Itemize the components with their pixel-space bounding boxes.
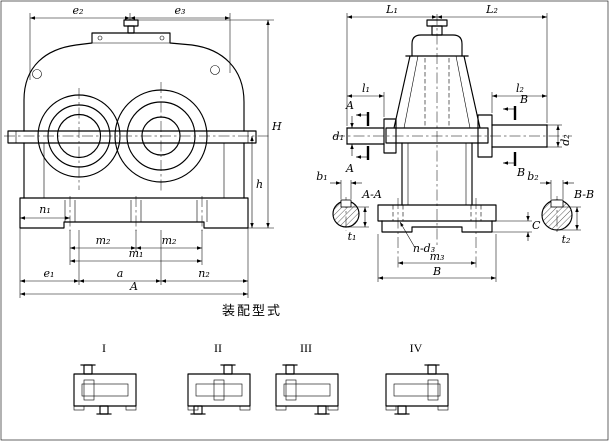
assembly-type-3-label: III [300, 341, 312, 355]
dim-label-a: a [117, 267, 124, 280]
front-dimensions: e₂ e₃ H h n₁ m₂ m₂ m₁ [19, 4, 282, 298]
dim-label-L1: L₁ [385, 3, 398, 16]
section-title-BB: B-B [573, 188, 594, 201]
side-top-cover [411, 34, 463, 57]
assembly-type-1: I [73, 341, 137, 415]
dim-label-m3: m₃ [430, 250, 445, 263]
dim-label-e3: e₃ [175, 4, 186, 17]
dim-label-t2: t₂ [562, 233, 571, 246]
dim-label-e2: e₂ [73, 4, 84, 17]
dim-label-B-width: B [432, 265, 441, 278]
section-BB-keyway [550, 199, 564, 208]
left-bearing-boss [37, 94, 121, 178]
section-BB: b₂ B-B t₂ [527, 170, 594, 246]
assembly-title: 装配型式 [222, 304, 282, 319]
dim-label-A: A [129, 280, 138, 293]
dim-label-e1: e₁ [44, 267, 55, 280]
dim-label-l1: l₁ [362, 82, 370, 95]
note-label-n-d3: n-d₃ [413, 242, 435, 255]
front-base [19, 197, 249, 229]
dim-label-C: C [532, 219, 541, 232]
section-label-B-bottom: B [516, 166, 525, 179]
front-bearing-bosses [37, 89, 208, 183]
assembly-types: 装配型式 I II III [73, 304, 449, 415]
dim-label-l2: l₂ [516, 82, 524, 95]
dim-label-L2: L₂ [485, 3, 498, 16]
dim-label-m1: m₁ [129, 247, 144, 260]
side-shafts [346, 114, 548, 158]
dim-label-b1: b₁ [316, 170, 327, 183]
side-housing [377, 19, 497, 233]
dim-label-h: h [256, 178, 263, 191]
dim-label-n1: n₁ [39, 203, 51, 216]
section-AA: b₁ A-A t₁ [316, 170, 382, 243]
dim-label-m2-right: m₂ [162, 234, 177, 247]
dim-label-b2: b₂ [527, 170, 538, 183]
left-bearing-cap [383, 118, 397, 154]
section-label-B-top: B [519, 93, 528, 106]
side-dimensions: L₁ L₂ l₁ l₂ d₁ d₂ C n-d₃ [333, 3, 572, 282]
dim-label-n2: n₂ [198, 267, 210, 280]
dim-label-d1: d₁ [333, 130, 344, 143]
front-housing [7, 19, 257, 229]
dim-label-d2: d₂ [559, 134, 572, 145]
front-view: e₂ e₃ H h n₁ m₂ m₂ m₁ [4, 4, 282, 298]
cover-bolt-right [210, 65, 220, 75]
side-view: L₁ L₂ l₁ l₂ d₁ d₂ C n-d₃ [316, 3, 594, 282]
right-bearing-boss [114, 89, 208, 183]
front-parting-flange [7, 130, 257, 144]
cover-bolt-left [32, 69, 42, 79]
assembly-type-4: IV [385, 341, 449, 415]
section-AA-keyway [340, 199, 352, 208]
dim-label-t1: t₁ [348, 230, 357, 243]
front-upper-housing [23, 32, 245, 132]
vent-plug-cap [123, 19, 139, 27]
assembly-type-3: III [275, 341, 339, 415]
section-label-A-bottom: A [345, 162, 354, 175]
dim-label-H: H [271, 120, 282, 133]
assembly-type-4-label: IV [410, 341, 423, 355]
vent-plug-stem [127, 25, 135, 34]
assembly-type-2: II [187, 341, 251, 415]
side-parting-flange [385, 127, 489, 144]
section-title-AA: A-A [361, 188, 382, 201]
section-cut-marks: A A B B [345, 93, 528, 179]
right-bearing-cap [477, 114, 493, 158]
dim-label-m2-left: m₂ [96, 234, 111, 247]
left-bore [56, 113, 102, 159]
assembly-type-1-label: I [102, 341, 106, 355]
assembly-type-2-label: II [214, 341, 222, 355]
section-label-A-top: A [345, 99, 354, 112]
right-bore [141, 116, 181, 156]
